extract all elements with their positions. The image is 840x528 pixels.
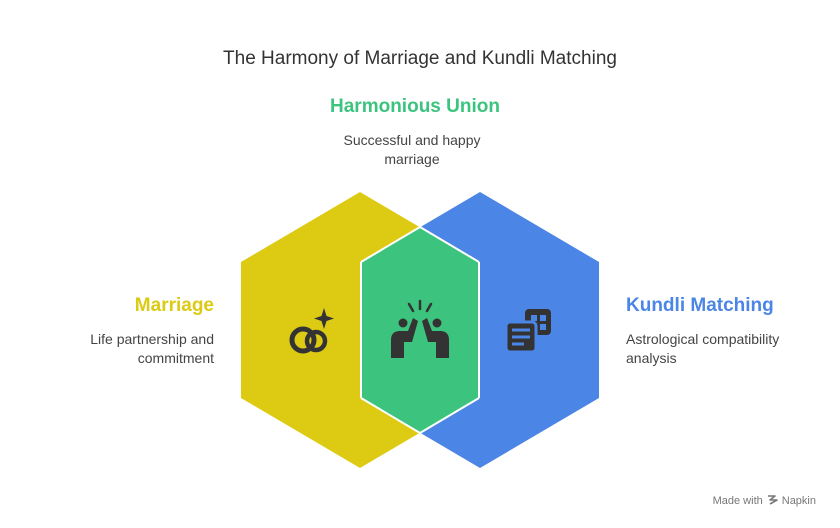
charts-calculation-icon — [504, 309, 551, 354]
napkin-logo-icon — [767, 494, 778, 508]
napkin-brand-label: Napkin — [781, 495, 816, 507]
kundli-matching-description: Astrological compatibility analysis — [626, 331, 780, 366]
made-with-label: Made with — [712, 495, 763, 507]
marriage-description: Life partnership and commitment — [90, 331, 214, 366]
marriage-heading: Marriage — [134, 295, 214, 316]
diagram-title: The Harmony of Marriage and Kundli Match… — [223, 48, 617, 69]
kundli-matching-heading: Kundli Matching — [626, 295, 774, 316]
high-five-icon — [391, 299, 449, 358]
harmonious-union-heading: Harmonious Union — [330, 96, 500, 117]
harmonious-union-description: Successful and happy marriage — [343, 132, 481, 167]
rings-sparkle-icon — [289, 308, 334, 354]
made-with-napkin-footer[interactable]: Made with Napkin — [713, 494, 816, 508]
harmonious-union-overlap — [361, 227, 479, 433]
